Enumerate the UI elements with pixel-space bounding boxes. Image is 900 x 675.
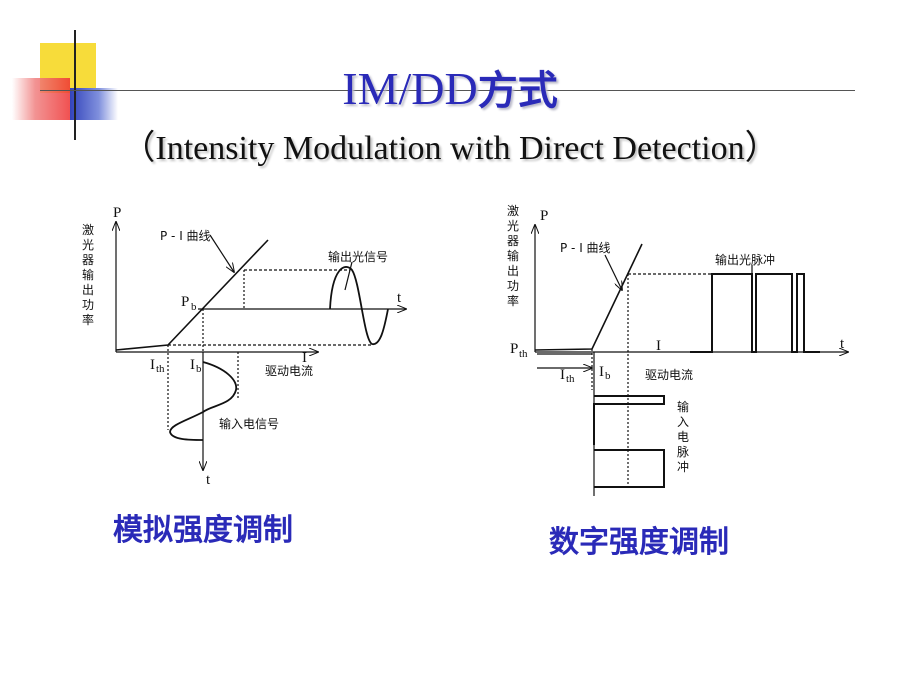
left-output-signal-label: 输出光信号 — [328, 249, 388, 264]
title-cn: 方式 — [477, 68, 558, 114]
deco-vertical-line — [74, 30, 76, 140]
analog-labels: P P - I 曲线 输出光信号 t P b I I th I b 驱动电流 输… — [82, 205, 402, 488]
left-pi-curve — [115, 239, 269, 351]
left-output-pointer — [344, 261, 353, 291]
page-subtitle: （Intensity Modulation with Direct Detect… — [121, 130, 779, 167]
right-pth-label: P — [510, 341, 518, 357]
right-input-pulses — [593, 395, 665, 488]
deco-blue-square — [70, 88, 118, 120]
right-input-pulse-3: 脉 — [677, 444, 689, 459]
right-ylabel-4: 出 — [507, 264, 519, 278]
left-drive-current-label: 驱动电流 — [265, 364, 313, 378]
digital-caption: 数字强度调制 — [549, 525, 729, 560]
left-ylabel-6: 率 — [82, 312, 94, 327]
left-ith-sub: th — [156, 363, 165, 375]
right-input-pulse-2: 电 — [677, 430, 689, 444]
right-ylabel-1: 光 — [507, 219, 519, 233]
left-t-right-label: t — [397, 290, 402, 306]
left-ylabel-1: 光 — [82, 238, 94, 252]
left-pi-curve-label: P - I 曲线 — [160, 229, 211, 243]
left-output-sine — [329, 266, 389, 345]
left-ib-sub: b — [196, 363, 202, 375]
right-ylabel-3: 输 — [507, 248, 519, 263]
right-drive-current-label: 驱动电流 — [645, 368, 693, 382]
analog-modulation-diagram — [116, 222, 406, 470]
right-input-pulse-4: 冲 — [677, 459, 689, 474]
left-input-signal-label: 输入电信号 — [219, 416, 279, 431]
right-output-pulses — [690, 273, 820, 353]
left-ylabel-2: 器 — [82, 253, 94, 267]
deco-horizontal-line — [40, 90, 855, 91]
right-output-pulse-label: 输出光脉冲 — [715, 252, 775, 267]
digital-labels: P P - I 曲线 输出光脉冲 I t P th I th I b 驱动电流 … — [507, 204, 845, 474]
left-ylabel-3: 输 — [82, 267, 94, 282]
left-p-axis-label: P — [113, 205, 121, 221]
right-pi-pointer — [604, 254, 622, 290]
right-input-pulse-0: 输 — [677, 399, 689, 414]
right-t-right-label: t — [840, 336, 845, 352]
left-pi-pointer — [209, 234, 234, 272]
left-t-down-label: t — [206, 472, 211, 488]
page-title: IM/DD方式 — [0, 58, 900, 116]
right-ylabel-6: 率 — [507, 293, 519, 308]
left-ylabel-0: 激 — [82, 223, 94, 237]
right-i-axis-label: I — [656, 338, 661, 354]
left-ylabel-4: 出 — [82, 283, 94, 297]
deco-red-square — [12, 78, 70, 120]
left-pb-sub: b — [191, 301, 197, 313]
right-pth-sub: th — [519, 348, 528, 360]
right-ib-label: I — [599, 364, 604, 380]
right-pi-curve — [534, 243, 643, 351]
digital-modulation-diagram — [535, 225, 848, 496]
right-ib-sub: b — [605, 370, 611, 382]
right-input-pulse-1: 入 — [677, 415, 689, 429]
right-ylabel-5: 功 — [507, 279, 519, 293]
title-main: IM/DD — [342, 63, 478, 114]
left-pb-label: P — [181, 294, 189, 310]
left-ylabel-5: 功 — [82, 298, 94, 312]
right-ith-label: I — [560, 367, 565, 383]
right-ylabel-2: 器 — [507, 234, 519, 248]
left-i-axis-label: I — [302, 350, 307, 366]
analog-caption: 模拟强度调制 — [113, 513, 293, 548]
right-pi-curve-label: P - I 曲线 — [560, 241, 611, 255]
right-p-axis-label: P — [540, 208, 548, 224]
right-ylabel-0: 激 — [507, 204, 519, 218]
left-ith-label: I — [150, 357, 155, 373]
left-input-sine — [169, 361, 237, 441]
left-ib-label: I — [190, 357, 195, 373]
right-ith-sub: th — [566, 373, 575, 385]
